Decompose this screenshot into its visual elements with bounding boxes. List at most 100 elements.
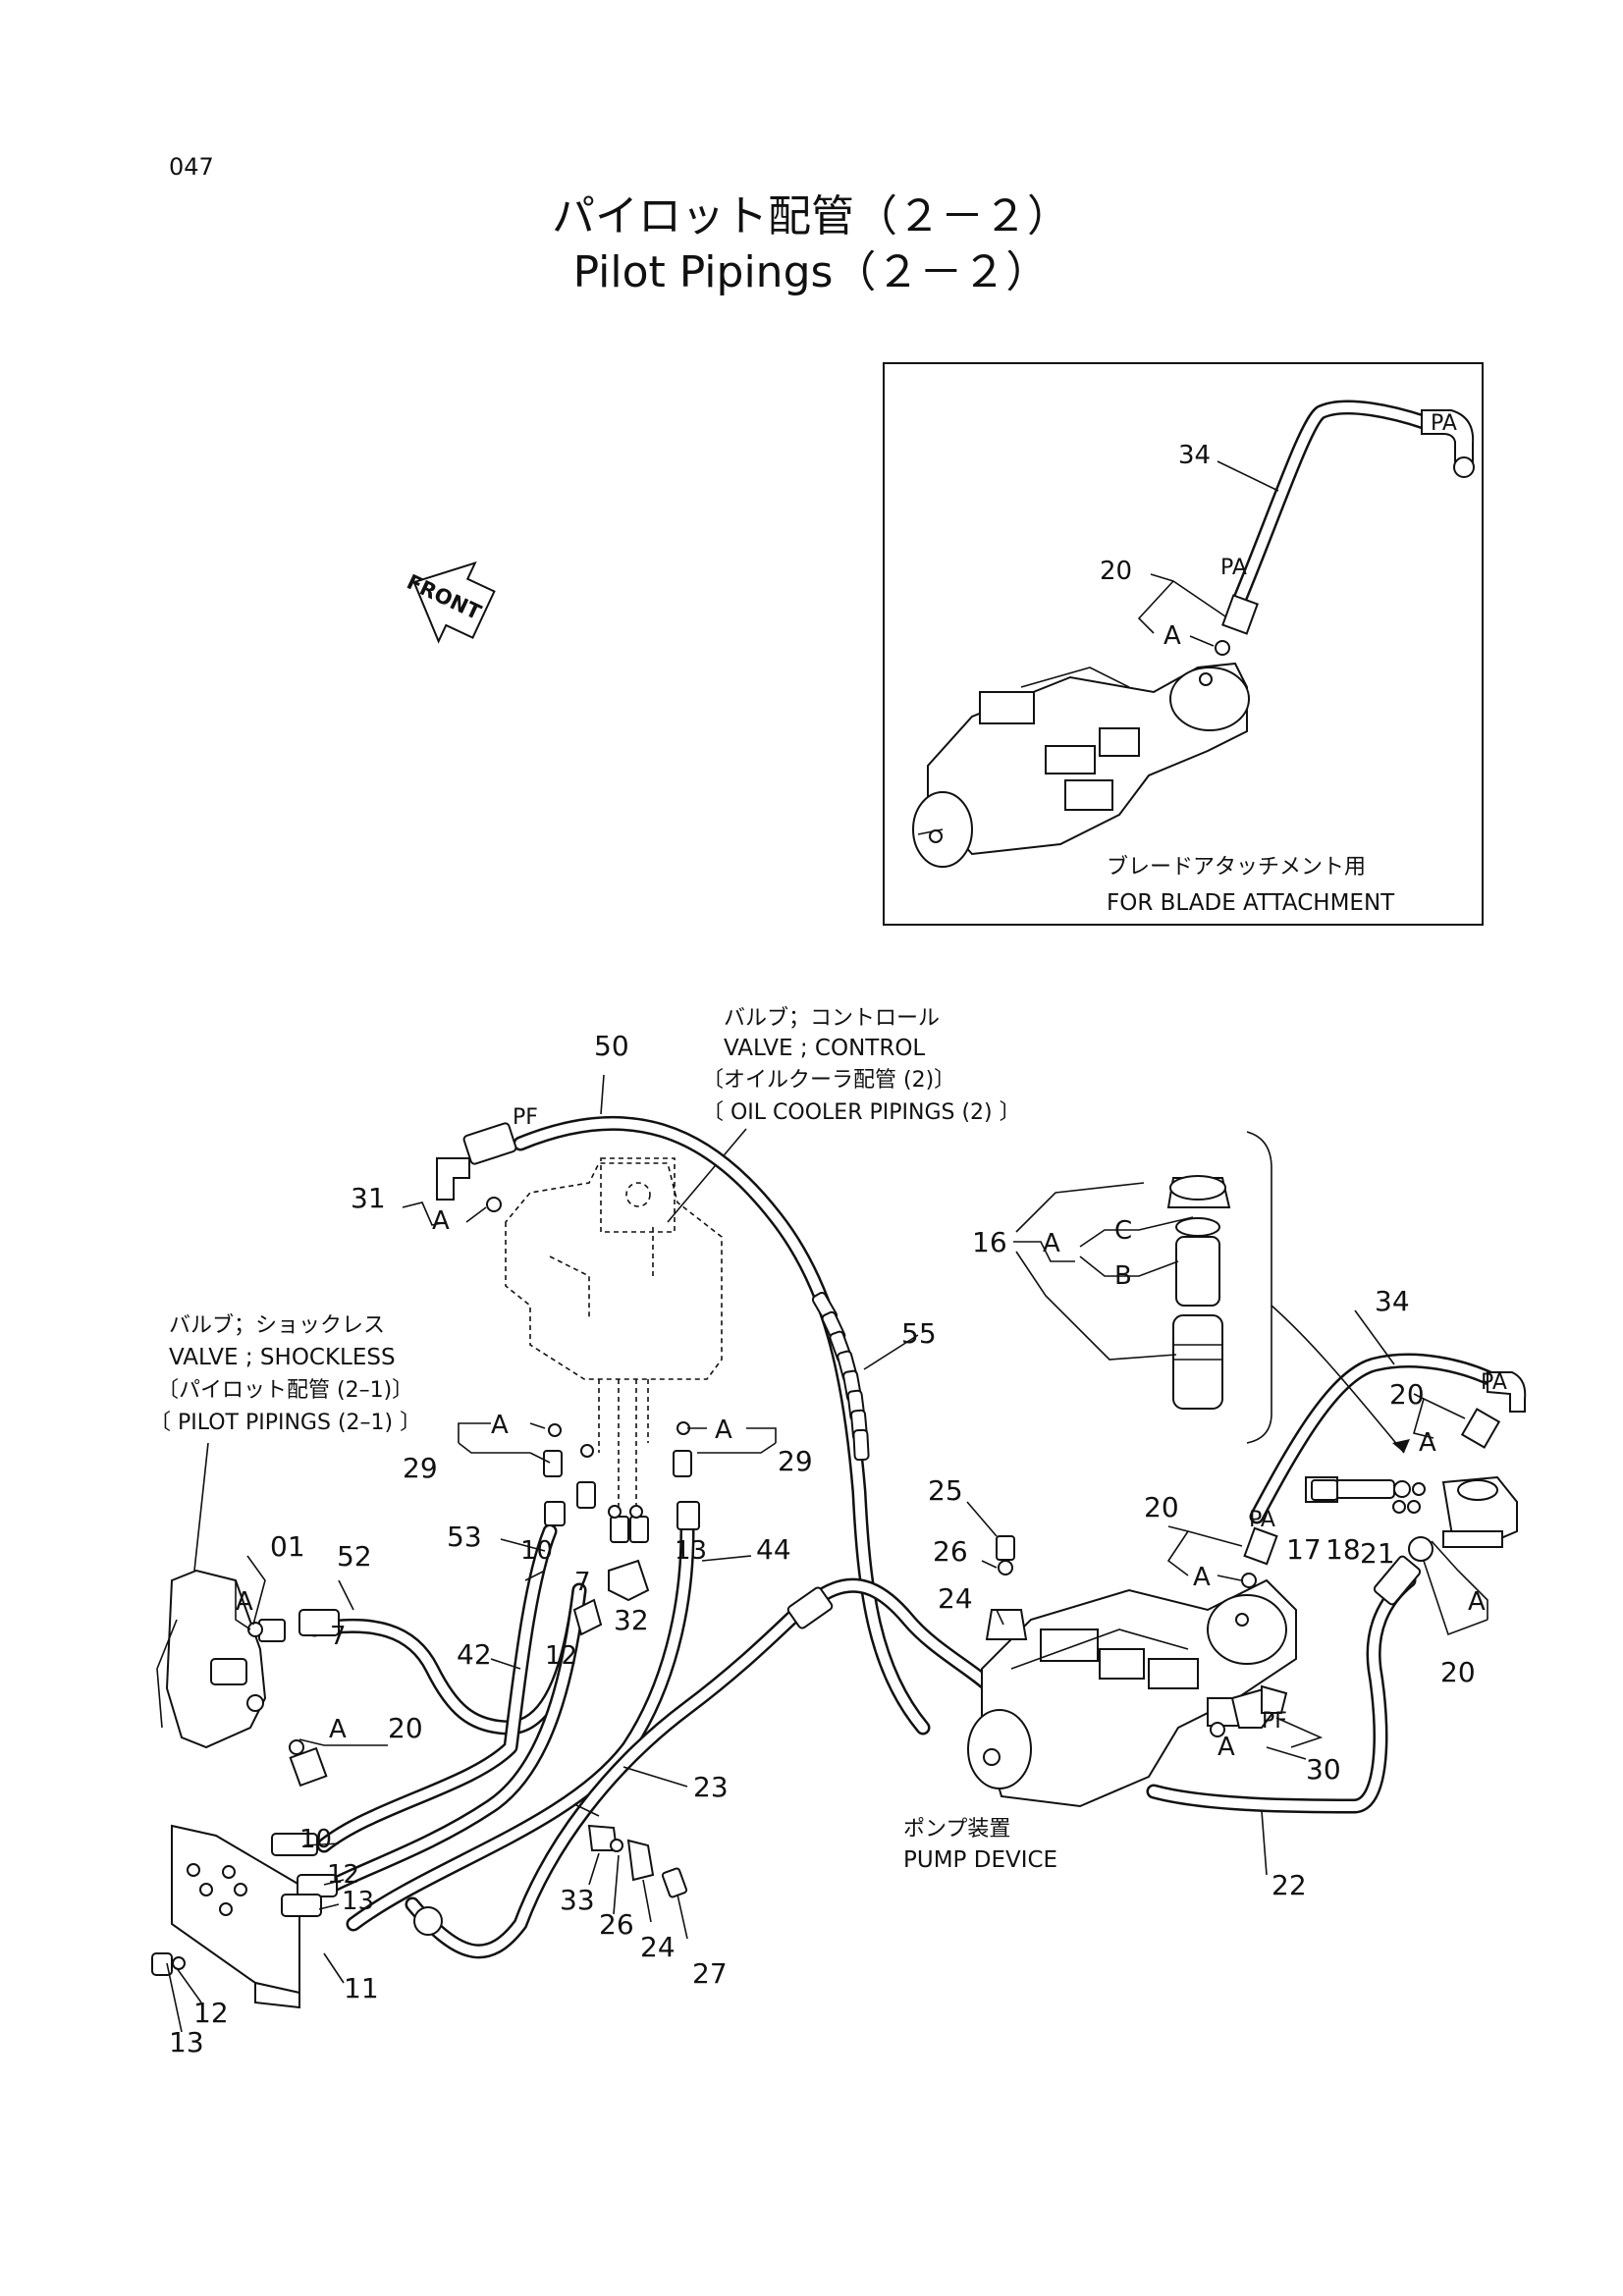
callout-26-upper: 26 (933, 1535, 968, 1568)
fitting-12-center (572, 1598, 603, 1636)
callout-pa-inset-upper: PA (1431, 411, 1457, 436)
callout-21: 21 (1360, 1537, 1395, 1570)
callout-29-right: 29 (778, 1445, 813, 1477)
fitting-20-left (289, 1746, 328, 1788)
callout-32: 32 (614, 1604, 649, 1636)
fitting-7-center (576, 1481, 596, 1509)
control-valve-ref-jp: 〔オイルクーラ配管 (2)〕 (702, 1068, 955, 1093)
fitting-center-b (629, 1516, 649, 1543)
port-pf-valve: PF (513, 1105, 538, 1130)
washer-18 (1392, 1500, 1406, 1514)
control-valve-note: バルブ；コントロール VALVE ; CONTROL 〔オイルクーラ配管 (2)… (667, 1006, 1021, 1223)
front-arrow-icon: FRONT (404, 561, 496, 644)
shockless-valve-block (156, 1569, 267, 1749)
pump-device-en: PUMP DEVICE (903, 1847, 1057, 1873)
shockless-valve-note: バルブ；ショックレス VALVE ; SHOCKLESS 〔パイロット配管 (2… (149, 1313, 421, 1572)
fitting-23-upper (786, 1586, 834, 1629)
nut-13 (151, 1952, 173, 1976)
fitting-20-filter-lower (1408, 1536, 1434, 1562)
callout-25: 25 (928, 1474, 963, 1507)
callout-16: 16 (972, 1226, 1007, 1258)
fitting-22-top (1373, 1555, 1422, 1606)
shockless-valve-ref-en: 〔 PILOT PIPINGS (2–1) 〕 (149, 1411, 421, 1435)
leader-c (1079, 1216, 1194, 1248)
oring-29-left (580, 1444, 594, 1458)
callout-20-left: 20 (388, 1712, 423, 1744)
leader-bracket-upper (1015, 1182, 1145, 1233)
callout-23: 23 (693, 1771, 729, 1803)
callout-11: 11 (344, 1972, 379, 2004)
callout-01: 01 (270, 1530, 305, 1563)
callout-12-left: 12 (327, 1860, 359, 1890)
callout-16-a: A (1043, 1229, 1060, 1258)
callout-10-left: 10 (299, 1825, 332, 1854)
port-pa-filter: PA (1481, 1370, 1507, 1395)
elbow-31 (436, 1157, 470, 1201)
oring-a-left (548, 1423, 562, 1437)
title-jp: パイロット配管（２－２） (552, 191, 1070, 241)
leader-a-inset (1189, 635, 1215, 647)
port-pa-pump: PA (1249, 1508, 1275, 1532)
washer-12 (172, 1956, 186, 1970)
filter-detail-callout (1013, 1131, 1410, 1454)
leader-control-valve (667, 1128, 747, 1223)
inset-fitting-20 (1221, 594, 1259, 635)
clamp-24-lower (626, 1839, 655, 1882)
inset-pump-body (912, 662, 1250, 868)
callout-13-left: 13 (342, 1887, 374, 1916)
leader-b (1079, 1255, 1179, 1277)
inset-elbow-nut (1453, 456, 1475, 478)
mounting-bracket (171, 1824, 300, 2009)
callout-29-left-a: A (491, 1411, 509, 1440)
washer-26-lower (610, 1839, 623, 1852)
page-number: 047 (169, 153, 214, 181)
elbow-34-main (1487, 1371, 1527, 1413)
callout-12-bottom: 12 (193, 1997, 229, 2029)
oring-20-pump (1241, 1573, 1257, 1588)
shockless-valve-ref-jp: 〔パイロット配管 (2–1)〕 (157, 1378, 413, 1403)
callout-29-right-a: A (715, 1415, 732, 1445)
callout-13-center: 13 (675, 1536, 707, 1566)
inset-label-en: FOR BLADE ATTACHMENT (1107, 890, 1395, 916)
leader-shockless-valve (193, 1442, 209, 1572)
callout-42: 42 (457, 1638, 492, 1671)
callout-52: 52 (337, 1540, 372, 1573)
inset-oring-a (1215, 640, 1230, 656)
oring-left-b (234, 1883, 247, 1896)
callout-7-left: 7 (330, 1622, 347, 1651)
callout-10-center: 10 (520, 1536, 553, 1566)
bolt-25 (996, 1535, 1015, 1561)
oring-01 (247, 1622, 263, 1637)
callout-a-inset: A (1163, 621, 1181, 651)
leader-20a-inset (1137, 580, 1174, 634)
callout-18: 18 (1325, 1533, 1361, 1566)
fitting-13-left (281, 1894, 322, 1917)
callout-22: 22 (1271, 1869, 1307, 1901)
callout-20-inset: 20 (1100, 557, 1132, 586)
callout-30-a: A (1217, 1733, 1235, 1762)
callout-17: 17 (1286, 1533, 1322, 1566)
oring-center-a (608, 1505, 622, 1519)
callout-16-b: B (1114, 1261, 1132, 1291)
callout-20-left-a: A (329, 1715, 347, 1744)
callout-44: 44 (756, 1533, 791, 1566)
callout-34-inset: 34 (1178, 441, 1211, 470)
washer-21 (1407, 1500, 1421, 1514)
callout-20-pump: 20 (1144, 1491, 1179, 1523)
control-valve-block (505, 1157, 723, 1522)
pump-device-note: ポンプ装置 PUMP DEVICE (903, 1817, 1057, 1873)
fitting-center-a (610, 1516, 629, 1543)
callout-20-pump-a: A (1193, 1563, 1211, 1592)
callout-pa-inset-lower: PA (1220, 556, 1247, 580)
shockless-valve-jp: バルブ；ショックレス (169, 1313, 385, 1338)
shockless-valve-en: VALVE ; SHOCKLESS (169, 1345, 396, 1370)
fitting-13-center (676, 1501, 700, 1530)
oring-30 (1210, 1722, 1225, 1737)
callout-53: 53 (447, 1521, 482, 1553)
callout-20-upper: 20 (1389, 1378, 1425, 1411)
bolt-17 (1311, 1479, 1338, 1501)
callout-26-lower: 26 (599, 1908, 634, 1941)
callout-24-lower: 24 (640, 1931, 676, 1963)
callout-33: 33 (560, 1884, 595, 1916)
